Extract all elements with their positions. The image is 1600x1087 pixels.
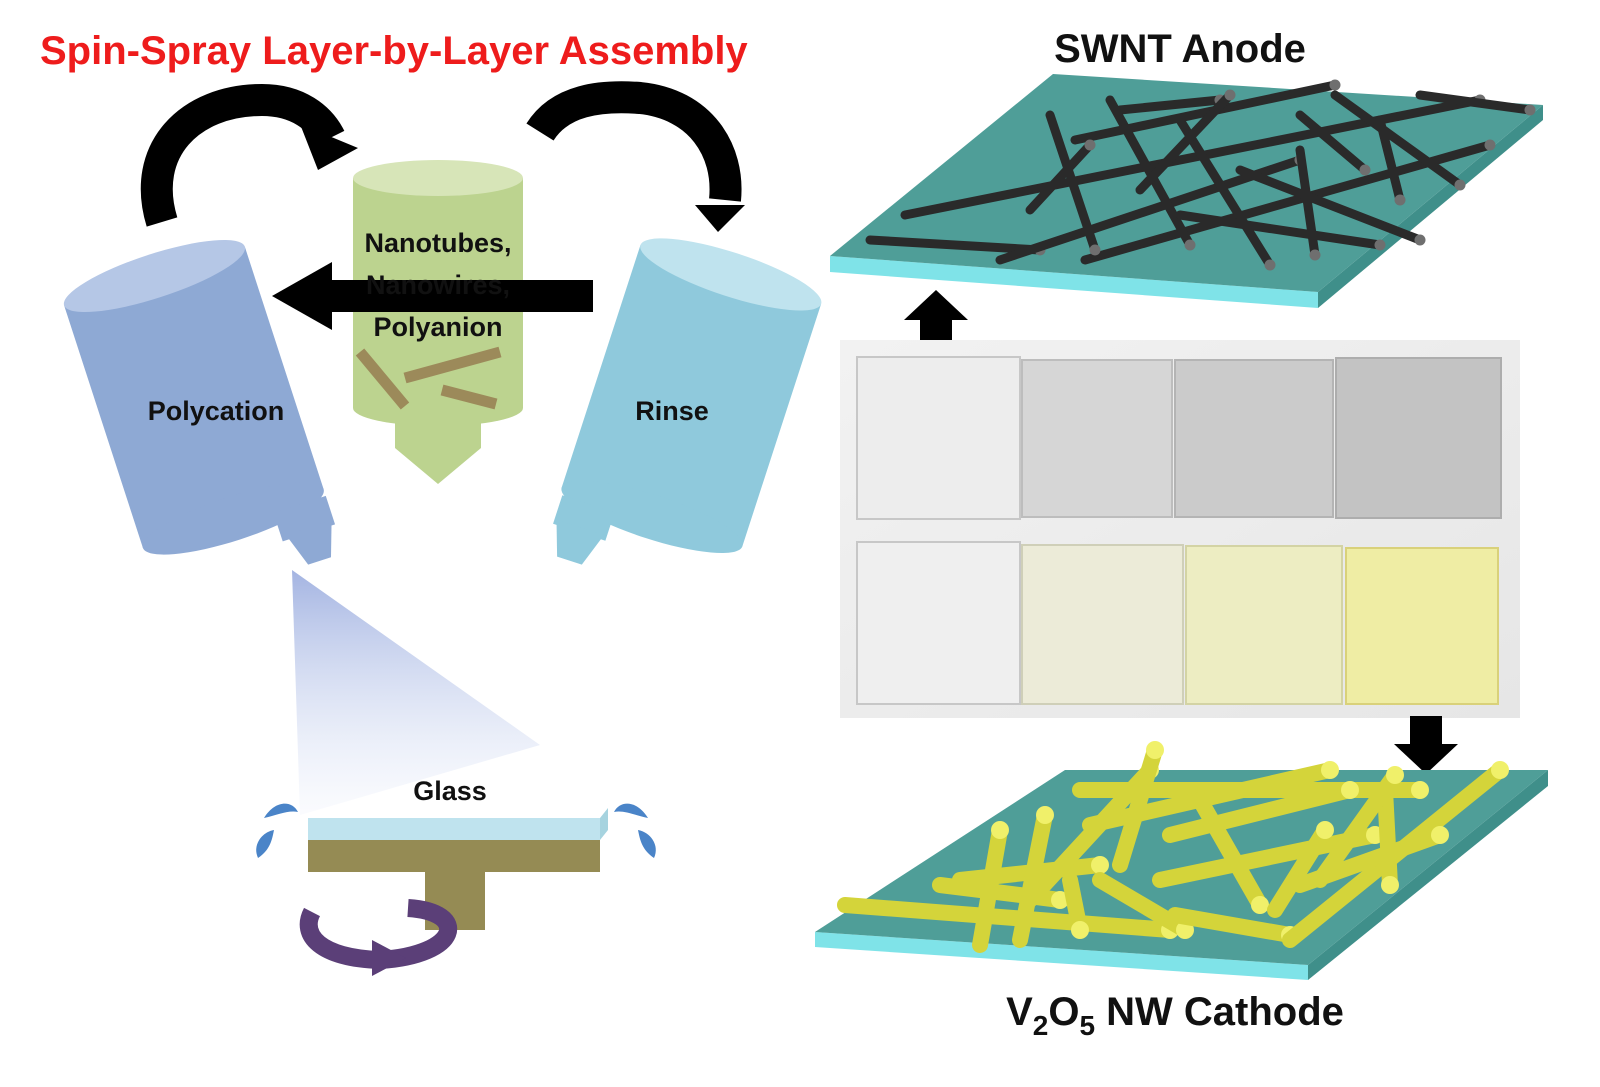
swnt-tube-end bbox=[1454, 179, 1466, 191]
straight-arrow-icon bbox=[904, 290, 968, 346]
film-sample bbox=[1345, 547, 1499, 705]
swnt-tube bbox=[1135, 90, 1235, 195]
swnt-tube bbox=[1045, 110, 1100, 255]
swnt-tube bbox=[1330, 90, 1465, 190]
swnt-tube bbox=[1080, 140, 1495, 265]
v2o5-wire bbox=[1192, 792, 1268, 913]
film-sample bbox=[1021, 359, 1173, 518]
figure-title: Spin-Spray Layer-by-Layer Assembly bbox=[40, 29, 748, 73]
v2o5-wire bbox=[837, 897, 1178, 938]
spin-coater bbox=[308, 808, 608, 930]
swnt-tube-end bbox=[1309, 249, 1321, 261]
v2o5-wire-end bbox=[1071, 921, 1089, 939]
v2o5-wire-end bbox=[1051, 891, 1069, 909]
film-sample bbox=[1021, 544, 1184, 705]
v2o5-wire bbox=[1377, 782, 1398, 893]
swnt-tube bbox=[1025, 140, 1095, 215]
swnt-tube-end bbox=[1484, 139, 1496, 151]
film-sample bbox=[1174, 359, 1334, 518]
v2o5-wire-end bbox=[1146, 741, 1164, 759]
swnt-tube bbox=[1235, 165, 1425, 245]
v2o5-wire-end bbox=[1316, 821, 1334, 839]
swnt-tube-end bbox=[1374, 239, 1386, 251]
swnt-tube-end bbox=[1089, 244, 1101, 256]
v2o5-wire-end bbox=[1431, 826, 1449, 844]
swnt-tube bbox=[1105, 95, 1195, 250]
droplet-icon bbox=[256, 803, 298, 858]
v2o5-wire bbox=[1012, 807, 1053, 948]
droplet-icon bbox=[614, 803, 656, 858]
swnt-tube bbox=[1415, 90, 1535, 115]
film-sample bbox=[856, 356, 1021, 520]
swnt-tube-end bbox=[1329, 79, 1341, 91]
center-bottle-label-2: Nanowires, bbox=[366, 270, 510, 300]
swnt-tube-end bbox=[1359, 164, 1371, 176]
v2o5-wire-end bbox=[1091, 856, 1109, 874]
swnt-tube bbox=[1070, 80, 1340, 145]
v2o5-wire-end bbox=[991, 821, 1009, 839]
center-bottle-label-1: Nanotubes, bbox=[364, 228, 511, 258]
v2o5-wire-end bbox=[1411, 781, 1429, 799]
v2o5-wire-end bbox=[1251, 896, 1269, 914]
v2o5-wire bbox=[1162, 782, 1358, 843]
swnt-nanotubes bbox=[865, 79, 1536, 271]
straight-arrow-icon bbox=[272, 262, 593, 330]
v2o5-wire bbox=[1267, 822, 1333, 918]
cathode-title: V2O5 NW Cathode bbox=[1006, 990, 1344, 1041]
curved-arrow-icon bbox=[526, 81, 745, 232]
rotation-arrow-icon bbox=[299, 899, 458, 976]
v2o5-wire bbox=[1167, 907, 1298, 943]
v2o5-wire-end bbox=[1321, 761, 1339, 779]
v2o5-wire-end bbox=[1036, 806, 1054, 824]
anode-substrate bbox=[830, 74, 1543, 308]
film-sample bbox=[1185, 545, 1343, 705]
film-sample bbox=[1335, 357, 1502, 519]
straight-arrow-icon bbox=[1394, 716, 1458, 774]
film-sample bbox=[856, 541, 1021, 705]
swnt-tube bbox=[1175, 210, 1385, 250]
swnt-tube bbox=[1375, 115, 1405, 205]
swnt-tube bbox=[1175, 115, 1275, 270]
swnt-tube-end bbox=[1224, 89, 1236, 101]
films-photo bbox=[840, 340, 1520, 718]
swnt-tube bbox=[1115, 95, 1225, 115]
v2o5-nanowires bbox=[837, 741, 1509, 953]
swnt-tube-end bbox=[1184, 239, 1196, 251]
rinse-label: Rinse bbox=[635, 396, 709, 426]
swnt-tube-end bbox=[1394, 194, 1406, 206]
anode-title: SWNT Anode bbox=[1054, 27, 1306, 71]
v2o5-wire-end bbox=[1381, 876, 1399, 894]
rinse-bottle bbox=[553, 238, 822, 565]
swnt-tube-end bbox=[1524, 104, 1536, 116]
curved-arrow-icon bbox=[140, 83, 358, 227]
swnt-tube-end bbox=[1264, 259, 1276, 271]
v2o5-wire-end bbox=[1491, 761, 1509, 779]
swnt-tube bbox=[1295, 110, 1370, 175]
polycation-label: Polycation bbox=[148, 396, 285, 426]
polycation-bottle bbox=[63, 239, 336, 565]
swnt-tube-end bbox=[1414, 234, 1426, 246]
v2o5-wire bbox=[932, 877, 1068, 908]
v2o5-wire bbox=[1082, 762, 1338, 833]
spray-cone bbox=[292, 570, 540, 815]
v2o5-wire bbox=[1312, 767, 1403, 888]
center-bottle-label-3: Polyanion bbox=[373, 312, 502, 342]
glass-label: Glass bbox=[413, 776, 487, 806]
v2o5-wire-end bbox=[1341, 781, 1359, 799]
swnt-tube-end bbox=[1084, 139, 1096, 151]
v2o5-wire-end bbox=[1386, 766, 1404, 784]
swnt-tube bbox=[865, 235, 1045, 255]
